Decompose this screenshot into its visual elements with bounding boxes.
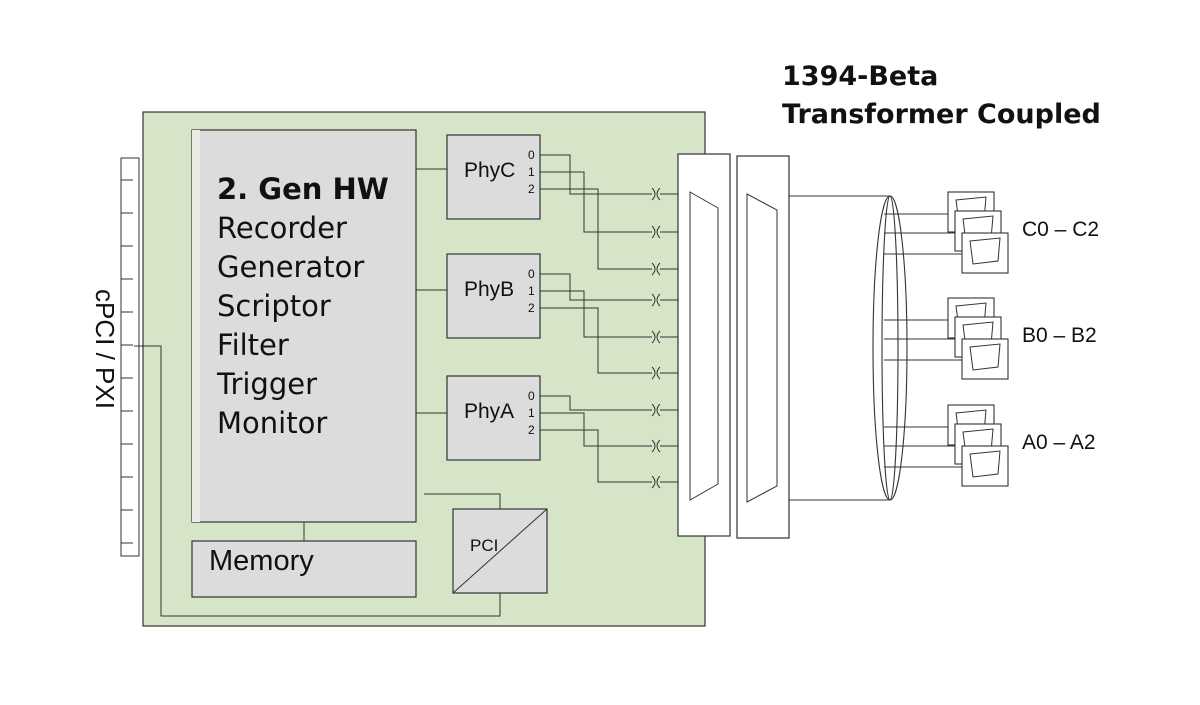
- bus-wire: [134, 345, 501, 617]
- main-hw-block: [191, 129, 417, 523]
- port-wire: [540, 429, 652, 483]
- port-group-label: A0 – A2: [1022, 431, 1096, 454]
- phy-name: PhyC: [464, 159, 515, 182]
- port-group-label: B0 – B2: [1022, 324, 1097, 347]
- transformer-coupler: [651, 366, 678, 380]
- transformer-coupler: [651, 475, 678, 489]
- feature-filter: Filter: [217, 328, 289, 362]
- phy-port-label: 0: [528, 389, 535, 403]
- phy-phyb: PhyB 0 1 2: [446, 253, 541, 339]
- feature-scriptor: Scriptor: [217, 289, 331, 323]
- phy-phya: PhyA 0 1 2: [446, 375, 541, 461]
- port-cluster-c: C0 – C2: [947, 191, 1099, 274]
- transformer-coupler: [651, 439, 678, 453]
- port-wire: [540, 307, 652, 374]
- feature-trigger: Trigger: [216, 367, 317, 401]
- phy-name: PhyA: [464, 400, 514, 423]
- feature-recorder: Recorder: [217, 211, 347, 245]
- phy-port-label: 1: [528, 165, 535, 179]
- pci-label: PCI: [470, 536, 498, 555]
- pci-link: [424, 493, 501, 509]
- main-hw-heading: 2. Gen HW: [217, 172, 389, 206]
- port-connector-icon: [961, 445, 1009, 487]
- bus-label: cPCI / PXI: [90, 289, 120, 409]
- port-cluster-a: A0 – A2: [947, 404, 1096, 487]
- pci-diagonal: [452, 508, 548, 594]
- feature-generator: Generator: [217, 250, 364, 284]
- port-wire: [540, 290, 652, 338]
- transformer-coupler: [651, 403, 678, 417]
- memory-block: [191, 540, 417, 598]
- phy-phyc: PhyC 0 1 2: [446, 134, 541, 220]
- transformer-coupler: [651, 330, 678, 344]
- phy-port-label: 2: [528, 423, 535, 437]
- diagram-title-line2: Transformer Coupled: [782, 99, 1101, 130]
- phy-port-label: 1: [528, 284, 535, 298]
- phy-port-label: 2: [528, 301, 535, 315]
- phy-port-label: 2: [528, 182, 535, 196]
- backplane-connector: [120, 157, 140, 557]
- port-cluster-b: B0 – B2: [947, 297, 1097, 380]
- port-wire: [540, 171, 652, 233]
- phy-port-label: 1: [528, 406, 535, 420]
- port-wire: [540, 273, 652, 301]
- transformer-coupler: [651, 187, 678, 201]
- connector-left: [677, 153, 731, 537]
- phy-port-label: 0: [528, 148, 535, 162]
- phy-name: PhyB: [464, 278, 514, 301]
- port-group-label: C0 – C2: [1022, 218, 1099, 241]
- port-wire: [540, 395, 652, 411]
- transformer-coupler: [651, 293, 678, 307]
- transformer-coupler: [651, 262, 678, 276]
- diagram-title-line1: 1394-Beta: [782, 61, 938, 92]
- connector-right: [736, 155, 790, 539]
- feature-monitor: Monitor: [217, 406, 327, 440]
- transformer-coupler: [651, 225, 678, 239]
- cable-bundle: [789, 195, 908, 501]
- phy-port-label: 0: [528, 267, 535, 281]
- port-connector-icon: [961, 232, 1009, 274]
- port-wire: [540, 188, 652, 270]
- memory-label: Memory: [209, 545, 314, 577]
- port-wire: [540, 154, 652, 195]
- port-connector-icon: [961, 338, 1009, 380]
